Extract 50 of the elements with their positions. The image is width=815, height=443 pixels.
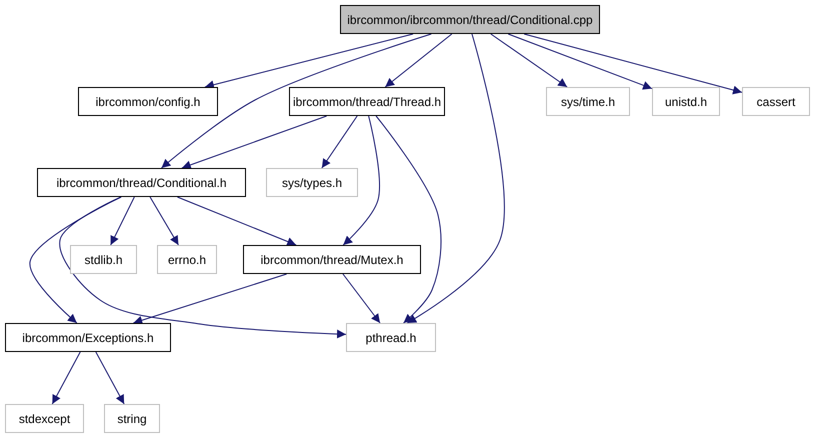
file-box	[346, 323, 436, 352]
file-name: pthread.h	[366, 330, 416, 344]
file-box	[70, 245, 137, 274]
file-name: unistd.h	[664, 94, 708, 108]
file-name: stdlib.h	[84, 252, 123, 266]
arrow	[204, 34, 414, 90]
file-name: errno.h	[168, 252, 206, 266]
arrow	[508, 34, 652, 90]
file-name: stdexcept	[18, 412, 70, 426]
file-box	[289, 87, 445, 116]
file-name: string	[117, 412, 147, 426]
arrow	[342, 116, 380, 246]
file-box	[104, 404, 160, 433]
arrow	[30, 196, 122, 324]
arrow	[176, 196, 297, 246]
arrow	[406, 34, 505, 324]
file-name: ibrcommon/Exceptions.h	[22, 330, 154, 344]
arrow	[524, 34, 742, 94]
file-name: sys/types.h	[282, 176, 342, 190]
arrow	[376, 116, 442, 324]
arrow	[150, 196, 179, 246]
file-name: ibrcommon/config.h	[96, 94, 200, 108]
arrow	[321, 116, 358, 168]
file-name: ibrcommon/thread/Mutex.h	[260, 252, 404, 266]
file-box	[78, 87, 218, 116]
file-name: sys/time.h	[560, 94, 615, 108]
file-box	[5, 404, 84, 433]
file-box	[652, 87, 720, 116]
arrow	[132, 274, 288, 325]
arrow	[384, 34, 452, 88]
arrow	[342, 274, 381, 324]
file-box	[742, 87, 810, 116]
arrow	[181, 116, 328, 170]
file-box	[546, 87, 630, 116]
file-name: cassert	[756, 94, 796, 108]
arrow	[490, 34, 568, 88]
arrow	[52, 352, 81, 404]
arrow	[110, 196, 135, 246]
file-name: ibrcommon/thread/Thread.h	[292, 94, 442, 108]
arrow	[95, 352, 125, 404]
file-box	[37, 168, 246, 197]
file-name: ibrcommon/thread/Conditional.h	[56, 176, 227, 190]
arrow	[160, 34, 432, 168]
file-box	[157, 245, 217, 274]
file-name: ibrcommon/ibrcommon/thread/Conditional.cpp	[347, 12, 593, 26]
file-box	[5, 323, 171, 352]
arrow	[59, 196, 346, 338]
file-box	[243, 245, 421, 274]
file-box	[340, 5, 600, 34]
file-box	[266, 168, 358, 197]
